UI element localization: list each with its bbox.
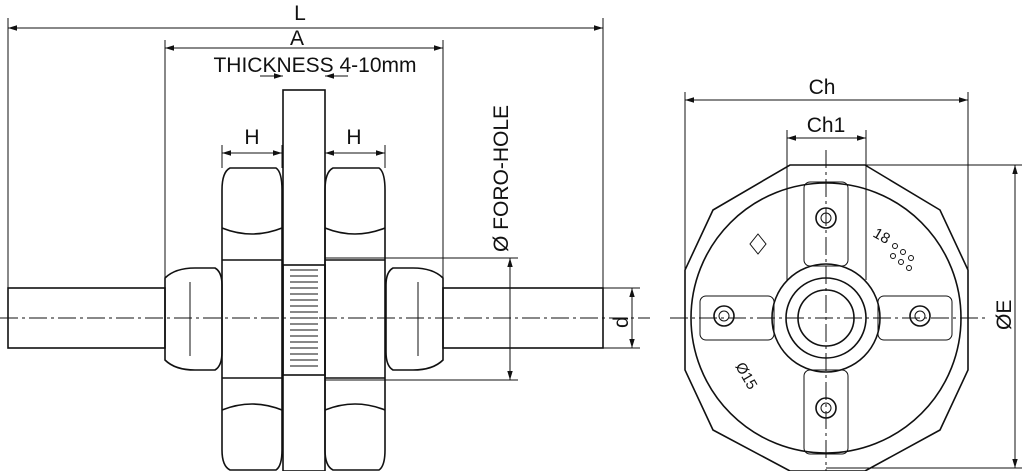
marking-size: 18 [870,225,893,248]
flange-circle [690,182,962,454]
label-a: A [290,27,304,50]
thread [282,264,326,376]
label-thickness: THICKNESS 4-10mm [213,54,416,77]
label-d: d [610,316,633,328]
label-h-right: H [346,126,361,149]
label-h-left: H [244,126,259,149]
label-ch1: Ch1 [807,114,846,137]
label-l: L [294,2,306,25]
right-nut [324,167,386,471]
side-view: L A THICKNESS 4-10mm H H Ø FORO-HOLE d [0,2,650,471]
screw-holes [713,207,931,419]
label-oe: ØE [993,300,1016,330]
panel-plate [282,89,326,471]
dot-pattern [890,243,914,271]
label-ch: Ch [809,76,836,99]
front-view: 18 Ø15 Ch Ch1 ØE [670,76,1022,471]
left-coupling [164,267,223,371]
right-coupling [385,267,444,371]
marking-diameter: Ø15 [732,360,761,393]
left-nut [221,167,283,471]
diamond-icon [749,233,767,255]
thread-lines [290,269,318,367]
label-hole: Ø FORO-HOLE [490,105,513,252]
